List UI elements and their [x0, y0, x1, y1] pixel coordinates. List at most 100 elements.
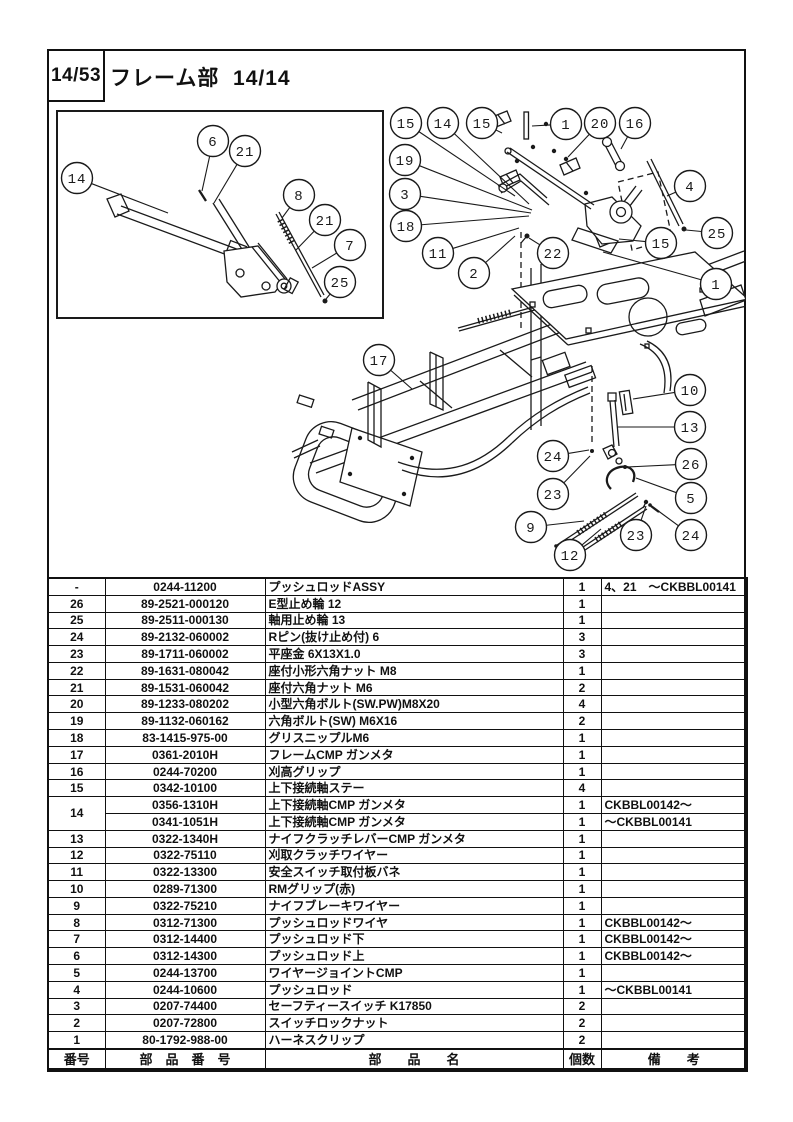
- cell-qty: 1: [562, 577, 602, 596]
- cell-part-name: RMグリップ(赤): [264, 880, 564, 898]
- cell-part-name: セーフティースイッチ K17850: [264, 997, 564, 1016]
- cell-part-name: 六角ボルト(SW) M6X16: [264, 712, 564, 731]
- callout-leader-line: [618, 238, 646, 243]
- callout-number: 20: [591, 117, 610, 133]
- cell-note: ～CKBBL00141: [600, 980, 748, 999]
- cell-part-name: フレームCMP ガンメタ: [264, 745, 564, 764]
- cell-note: [600, 846, 748, 865]
- cell-qty: 1: [562, 980, 602, 999]
- header-part-no: 部 品 番 号: [104, 1048, 266, 1072]
- cell-part-number: 0356-1310H: [104, 796, 266, 814]
- cell-no: 9: [47, 896, 106, 915]
- cell-note: [600, 1014, 748, 1033]
- cell-part-name: 軸用止め輪 13: [264, 611, 564, 630]
- callout-circle-17: [362, 343, 396, 377]
- cell-no: 10: [47, 880, 106, 898]
- cell-note: [600, 963, 748, 982]
- cell-part-number: 0244-10600: [104, 980, 266, 999]
- cell-part-name: 座付六角ナット M6: [264, 678, 564, 697]
- callout-leader-line: [640, 505, 647, 521]
- cell-no: 25: [47, 611, 106, 630]
- cell-part-number: 0244-11200: [104, 577, 266, 596]
- cell-no: 16: [47, 762, 106, 781]
- cell-no: 24: [47, 628, 106, 647]
- callout-number: 26: [682, 458, 701, 474]
- callout-circle-6: [196, 124, 230, 158]
- cell-qty: 1: [562, 594, 602, 613]
- callout-circle-25: [700, 216, 734, 250]
- cell-note: [600, 745, 748, 764]
- callout-circle-19: [388, 143, 422, 177]
- cell-part-name: グリスニップルM6: [264, 729, 564, 747]
- cell-part-name: E型止め輪 12: [264, 594, 564, 613]
- callout-number: 15: [397, 117, 416, 133]
- cell-part-name: ナイフブレーキワイヤー: [264, 896, 564, 915]
- callout-leader-line: [626, 464, 676, 468]
- cell-part-number: 89-2511-000130: [104, 611, 266, 630]
- cell-qty: 1: [562, 913, 602, 932]
- header-no: 番号: [47, 1048, 106, 1072]
- cell-part-number: 0244-13700: [104, 963, 266, 982]
- cell-no: 13: [47, 829, 106, 848]
- cell-no: 7: [47, 930, 106, 949]
- callout-number: 11: [429, 247, 448, 263]
- cell-note: CKBBL00142～: [600, 796, 748, 814]
- callout-leader-line: [563, 455, 591, 484]
- cell-note: CKBBL00142～: [600, 913, 748, 932]
- cell-note: [600, 880, 748, 898]
- cell-note: [600, 695, 748, 714]
- cell-part-name: プッシュロッドワイヤ: [264, 913, 564, 932]
- cell-part-number: 0312-14400: [104, 930, 266, 949]
- callout-leader-line: [419, 165, 533, 211]
- callout-number: 24: [682, 529, 701, 545]
- callout-number: 15: [473, 117, 492, 133]
- cell-no: 20: [47, 695, 106, 714]
- cell-part-number: 89-1711-060002: [104, 645, 266, 663]
- callout-number: 23: [544, 488, 563, 504]
- cell-part-number: 80-1792-988-00: [104, 1031, 266, 1050]
- cell-qty: 1: [562, 611, 602, 630]
- callout-leader-line: [201, 156, 211, 192]
- callout-circle-24: [674, 518, 708, 552]
- callout-circle-1: [549, 107, 583, 141]
- cell-part-number: 89-2521-000120: [104, 594, 266, 613]
- callout-circle-1: [699, 267, 733, 301]
- callout-number: 18: [397, 220, 416, 236]
- cell-note: [600, 594, 748, 613]
- cell-no: 23: [47, 645, 106, 663]
- page-title: フレーム部 14/14: [110, 67, 291, 90]
- cell-no: 8: [47, 913, 106, 932]
- callout-circle-14: [426, 106, 460, 140]
- cell-qty: 1: [562, 896, 602, 915]
- cell-no: 6: [47, 947, 106, 965]
- callout-circle-12: [553, 538, 587, 572]
- callout-number: 3: [400, 188, 409, 204]
- cell-part-number: 0244-70200: [104, 762, 266, 781]
- header-qty: 個数: [562, 1048, 602, 1072]
- cell-part-number: 0322-75110: [104, 846, 266, 865]
- cell-qty: 1: [562, 745, 602, 764]
- callout-leader-line: [421, 215, 530, 226]
- cell-part-number: 89-1531-060042: [104, 678, 266, 697]
- callout-leader-line: [213, 164, 238, 204]
- cell-part-number: 0361-2010H: [104, 745, 266, 764]
- cell-part-number: 0322-75210: [104, 896, 266, 915]
- cell-qty: 1: [562, 796, 602, 814]
- cell-part-name: プッシュロッドASSY: [264, 577, 564, 596]
- cell-qty: 1: [562, 661, 602, 680]
- cell-qty: 1: [562, 963, 602, 982]
- callout-number: 24: [544, 450, 563, 466]
- cell-qty: 1: [562, 812, 602, 831]
- diagram-linework: [56, 110, 746, 559]
- cell-part-name: プッシュロッド: [264, 980, 564, 999]
- callout-circle-22: [536, 236, 570, 270]
- cell-no: 12: [47, 846, 106, 865]
